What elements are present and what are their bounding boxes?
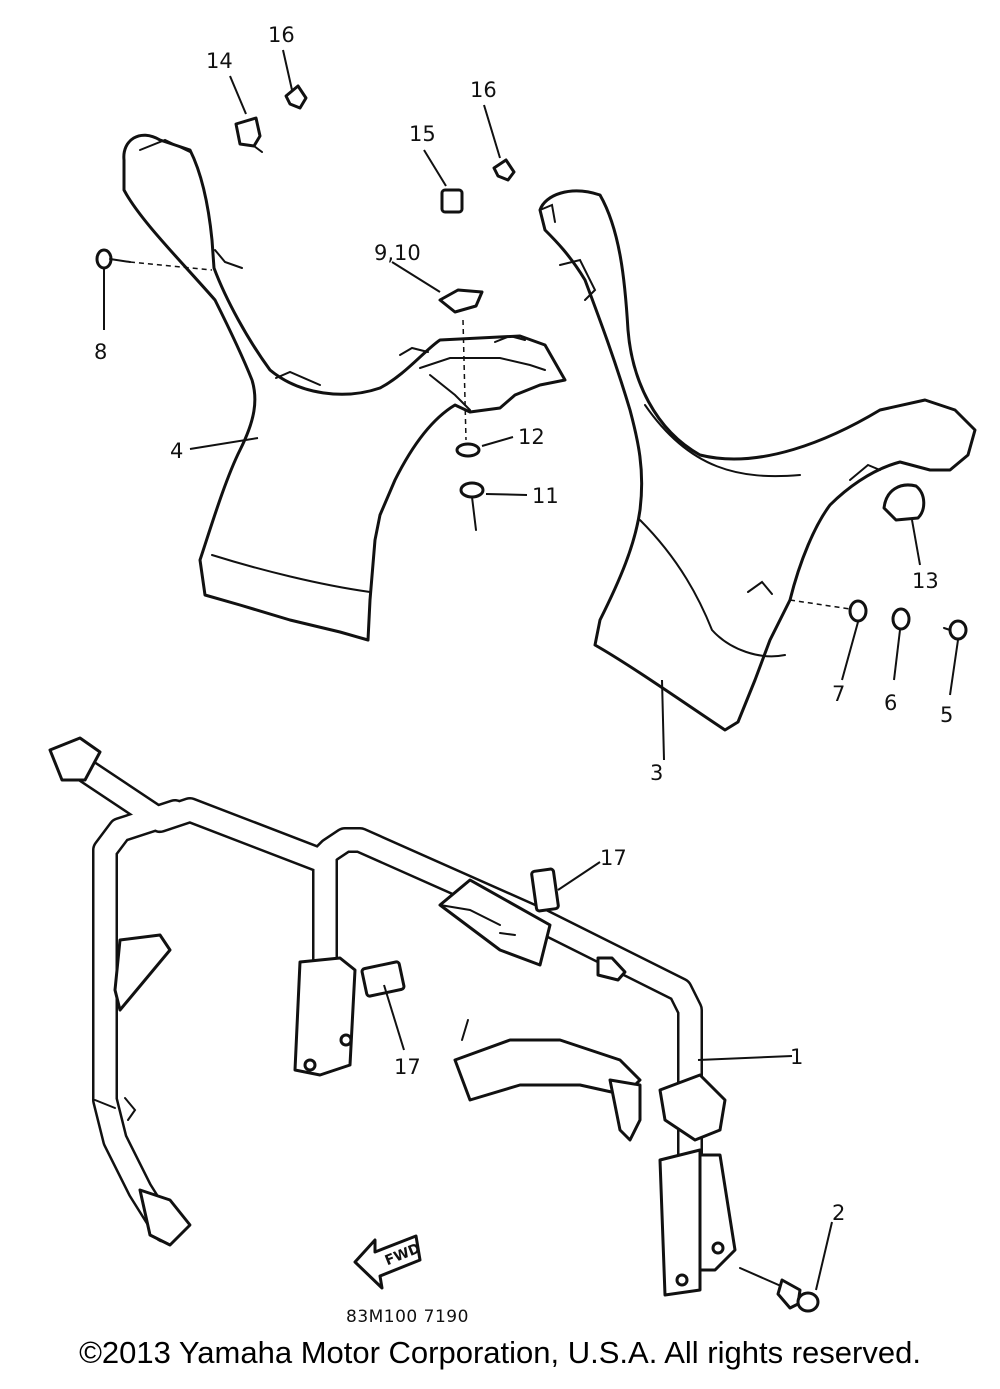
nut-plate-part-15 [440,188,464,214]
callout-16-left: 16 [268,23,295,47]
copyright-notice: ©2013 Yamaha Motor Corporation, U.S.A. A… [79,1335,921,1370]
screw-part-8 [95,248,213,271]
forward-arrow-icon: FWD [353,1234,423,1290]
callout-17-lower: 17 [394,1055,421,1079]
right-cover-part-3 [538,189,977,732]
washer-part-12 [455,442,481,458]
callout-15: 15 [409,122,436,146]
washer-part-7 [848,599,868,623]
left-cover-part-4 [122,133,567,642]
callout-1: 1 [790,1045,803,1069]
frame-part-1 [48,736,737,1297]
callout-2: 2 [832,1201,845,1225]
pad-part-17-upper [530,867,560,913]
callout-17-upper: 17 [600,846,627,870]
bracket-part-9-10 [438,288,484,314]
callout-12: 12 [518,425,545,449]
callout-4: 4 [170,439,183,463]
pad-part-17-lower [360,960,406,998]
grommet-part-13 [882,483,926,522]
callout-5: 5 [940,703,953,727]
clip-part-16-right [492,158,516,182]
callout-14: 14 [206,49,233,73]
leader-lines [103,49,959,1291]
drawing-code: 83M100 7190 [346,1307,469,1327]
callout-6: 6 [884,691,897,715]
callout-13: 13 [912,569,939,593]
callout-16-right: 16 [470,78,497,102]
nut-part-6 [891,607,911,631]
fastener-part-11 [459,481,485,531]
bracket-part-14 [234,116,263,153]
clip-part-16-left [284,84,308,110]
callout-8: 8 [94,340,107,364]
bolt-part-2 [739,1267,820,1313]
bolt-part-5 [943,619,968,641]
callout-9-10: 9,10 [374,241,421,265]
callout-7: 7 [832,682,845,706]
callout-3: 3 [650,761,663,785]
callout-11: 11 [532,484,559,508]
